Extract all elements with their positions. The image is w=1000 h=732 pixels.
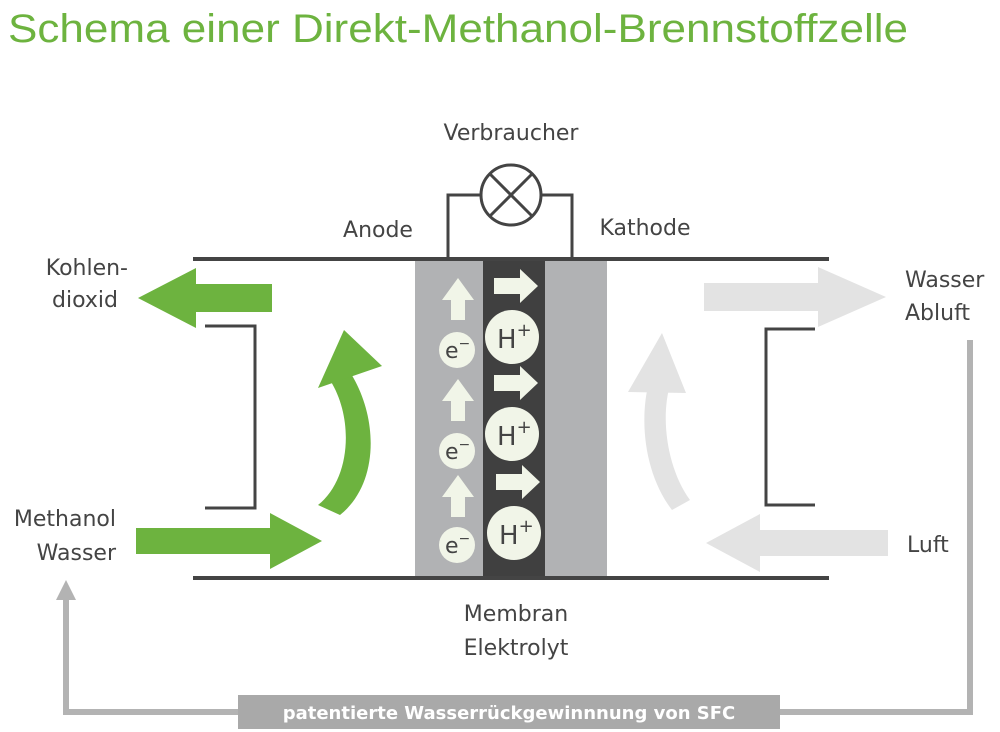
diagram-title: Schema einer Direkt-Methanol-Brennstoffz… — [8, 7, 908, 51]
fuel-label-line1: Methanol — [14, 507, 116, 532]
circuit-wire — [446, 193, 574, 258]
right-arrow-icon — [496, 465, 540, 499]
up-arrow-icon — [442, 475, 474, 517]
recovery-label: patentierte Wasserrückgewinnnung von SFC — [283, 703, 736, 724]
cathode-bracket — [764, 327, 815, 507]
svg-text:H+: H+ — [497, 320, 532, 355]
exhaust-label-line2: Abluft — [905, 301, 970, 326]
svg-text:e−: e− — [445, 531, 470, 559]
curved-up-arrow-icon — [318, 330, 382, 515]
membrane-label-line1: Membran — [464, 602, 568, 627]
consumer-label: Verbraucher — [444, 121, 580, 146]
fuel-in-arrow — [136, 513, 322, 569]
co2-label-line2: dioxid — [52, 288, 118, 313]
up-arrow-icon — [442, 278, 474, 320]
co2-out-arrow — [138, 268, 272, 328]
co2-label-line1: Kohlen- — [46, 256, 128, 281]
electron-labels: e− e− e− — [445, 336, 470, 559]
membrane-label-line2: Elektrolyt — [464, 636, 569, 661]
right-arrow-icon — [494, 366, 538, 400]
lamp-icon — [479, 163, 543, 227]
svg-text:H+: H+ — [497, 417, 532, 452]
proton-labels: H+ H+ H+ — [497, 320, 534, 551]
anode-label: Anode — [343, 218, 413, 243]
up-arrow-icon — [442, 379, 474, 421]
exhaust-out-arrow — [704, 267, 886, 327]
anode-bracket — [205, 324, 257, 510]
svg-text:H+: H+ — [499, 516, 534, 551]
curved-up-arrow-icon — [628, 333, 690, 510]
recovery-banner — [238, 695, 780, 729]
recovery-arrowhead-icon — [56, 580, 76, 600]
electron-flow — [439, 278, 475, 563]
cathode-electrode — [545, 258, 607, 578]
anode-electrode — [415, 258, 483, 578]
exhaust-label-line1: Wasser — [905, 268, 985, 293]
cathode-label: Kathode — [599, 216, 690, 241]
air-in-arrow — [706, 514, 888, 572]
svg-text:e−: e− — [445, 437, 470, 465]
proton-flow — [485, 269, 541, 560]
svg-text:e−: e− — [445, 336, 470, 364]
air-label: Luft — [907, 533, 949, 558]
right-arrow-icon — [494, 269, 538, 303]
fuel-label-line2: Wasser — [37, 541, 117, 566]
